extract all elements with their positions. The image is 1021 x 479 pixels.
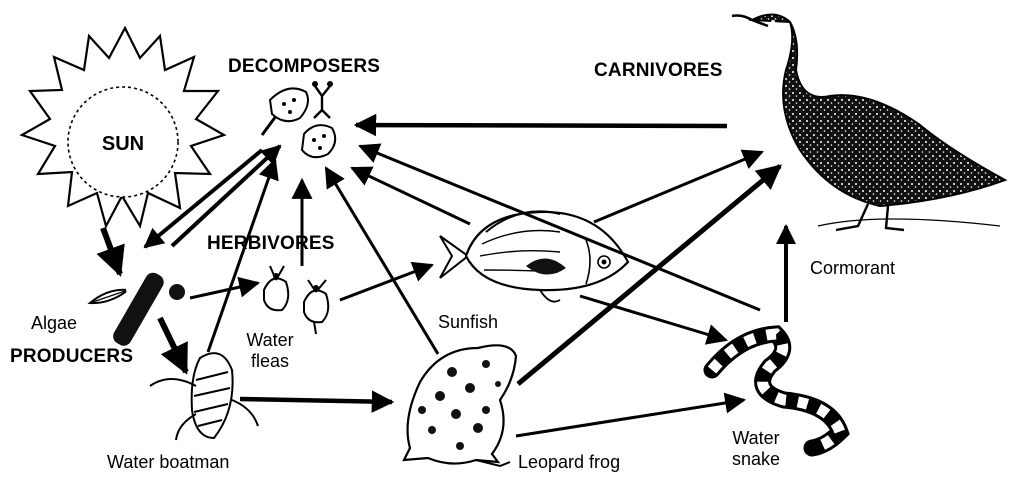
sunfish-illustration <box>440 211 628 301</box>
cormorant-illustration <box>732 14 1005 230</box>
arrow-sun-to-algae <box>103 228 120 274</box>
water-fleas-label: Water fleas <box>230 330 310 371</box>
water-snake-label-line-1: Water <box>716 428 796 449</box>
carnivores-heading: CARNIVORES <box>594 60 723 82</box>
water-fleas-illustration <box>264 266 328 334</box>
decomposers-heading: DECOMPOSERS <box>228 56 380 78</box>
arrow-sunfish-to-decomposers <box>352 168 470 224</box>
water-fleas-label-line-2: fleas <box>230 351 310 372</box>
sun-label: SUN <box>102 133 144 155</box>
algae-label: Algae <box>31 313 77 334</box>
herbivores-heading: HERBIVORES <box>207 233 335 255</box>
water-boatman-label: Water boatman <box>107 452 229 473</box>
water-fleas-label-line-1: Water <box>230 330 310 351</box>
arrow-sunfish-to-water-snake <box>580 296 726 340</box>
arrow-leopard-frog-to-water-snake <box>516 400 744 436</box>
leopard-frog-illustration <box>404 345 516 466</box>
leopard-frog-label: Leopard frog <box>518 452 620 473</box>
decomposers-illustration <box>262 81 335 157</box>
arrow-algae-to-water-boatman <box>160 318 186 372</box>
arrow-sunfish-to-cormorant <box>594 152 762 222</box>
arrow-cormorant-to-decomposers <box>356 125 727 126</box>
arrow-algae-to-water-fleas <box>190 283 258 298</box>
cormorant-label: Cormorant <box>810 258 895 279</box>
producers-heading: PRODUCERS <box>10 346 133 368</box>
arrow-leopard-frog-to-decomposers <box>326 168 438 354</box>
arrow-water-boatman-to-leopard-frog <box>240 399 392 402</box>
water-snake-label-line-2: snake <box>716 449 796 470</box>
sun <box>22 28 224 226</box>
sunfish-label: Sunfish <box>438 312 498 333</box>
water-snake-label: Water snake <box>716 428 796 469</box>
